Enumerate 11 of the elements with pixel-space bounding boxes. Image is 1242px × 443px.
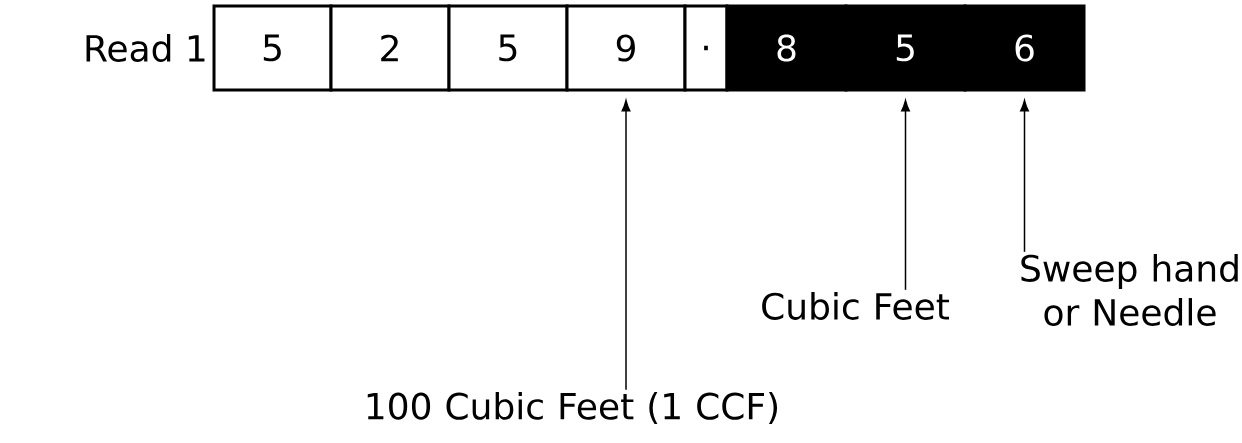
digit-cell: 8 bbox=[725, 4, 848, 92]
digit-cell: 2 bbox=[329, 4, 451, 92]
digit-cell: 5 bbox=[447, 4, 569, 92]
digit-cell: 6 bbox=[963, 4, 1086, 92]
arrow bbox=[621, 100, 631, 391]
callout-text: Sweep hand or Needle bbox=[1021, 254, 1238, 326]
callout-text: 100 Cubic Feet (1 CCF) bbox=[367, 391, 778, 425]
callout-text: Cubic Feet bbox=[762, 292, 949, 320]
digit-cell: 5 bbox=[844, 4, 967, 92]
digit-cell: . bbox=[683, 4, 729, 92]
digit-cell: 5 bbox=[212, 4, 333, 92]
